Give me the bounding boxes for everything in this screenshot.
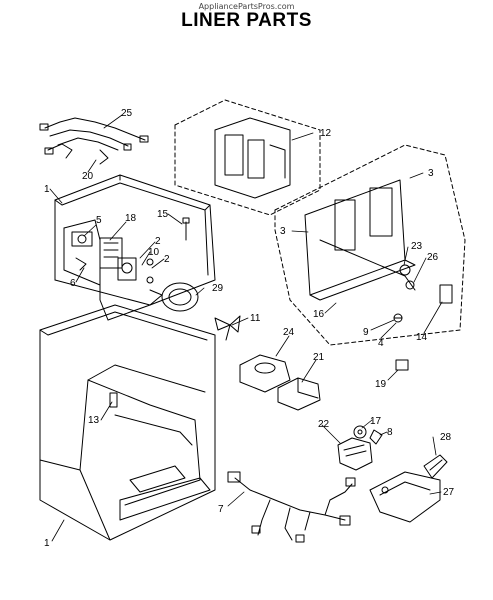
- main-liner: [39, 304, 216, 541]
- callout-18: 18: [125, 213, 137, 224]
- callout-20: 20: [82, 171, 94, 182]
- clip-19: [395, 359, 409, 371]
- callout-28: 28: [440, 432, 452, 443]
- wire-harness-top: [39, 117, 149, 165]
- callout-8: 8: [387, 427, 393, 438]
- callout-15: 15: [157, 209, 169, 220]
- rear-panel-box: [274, 144, 466, 346]
- callout-9: 9: [363, 327, 369, 338]
- callout-numbers: 25 20 1 5 18 2 10 2 6 15 29 11 12 3 3 23…: [44, 108, 455, 549]
- callout-17: 17: [370, 416, 382, 427]
- callout-21: 21: [313, 352, 325, 363]
- callout-10: 10: [148, 247, 160, 258]
- evaporator-cover-box: [174, 99, 321, 216]
- callout-23: 23: [411, 241, 423, 252]
- callout-3b: 3: [280, 226, 286, 237]
- callout-13: 13: [88, 415, 100, 426]
- callout-22: 22: [318, 419, 330, 430]
- callout-5: 5: [96, 215, 102, 226]
- bracket-21: [277, 377, 321, 411]
- upper-controls: [71, 231, 154, 284]
- leader-lines: [49, 114, 443, 542]
- callout-29: 29: [212, 283, 224, 294]
- callout-24: 24: [283, 327, 295, 338]
- callout-27: 27: [443, 487, 455, 498]
- callout-2b: 2: [164, 254, 170, 265]
- callout-1-bottom: 1: [44, 538, 50, 549]
- fan-shroud: [149, 282, 199, 312]
- callout-19: 19: [375, 379, 387, 390]
- callout-7: 7: [218, 504, 224, 515]
- wire-harness-bottom: [227, 471, 356, 543]
- screw-15: [182, 217, 190, 241]
- callout-6: 6: [70, 278, 76, 289]
- callout-14: 14: [416, 332, 428, 343]
- switch-22: [337, 437, 373, 471]
- callout-2a: 2: [155, 236, 161, 247]
- screw-13: [109, 392, 118, 408]
- screw-9: [393, 313, 403, 323]
- callout-11: 11: [250, 313, 261, 324]
- part-28: [423, 454, 448, 479]
- callout-1-top: 1: [44, 184, 50, 195]
- page-title: LINER PARTS: [181, 10, 312, 31]
- tray-24: [239, 354, 291, 393]
- callout-26: 26: [427, 252, 439, 263]
- knob-17: [353, 425, 367, 439]
- callout-3a: 3: [428, 168, 434, 179]
- part-8: [369, 429, 383, 445]
- site-watermark: AppliancePartsPros.com: [198, 2, 295, 11]
- cover-27: [369, 471, 441, 523]
- callout-16: 16: [313, 309, 325, 320]
- callout-12: 12: [320, 128, 332, 139]
- callout-4: 4: [378, 338, 384, 349]
- callout-25: 25: [121, 108, 133, 119]
- fan-blade: [214, 315, 241, 341]
